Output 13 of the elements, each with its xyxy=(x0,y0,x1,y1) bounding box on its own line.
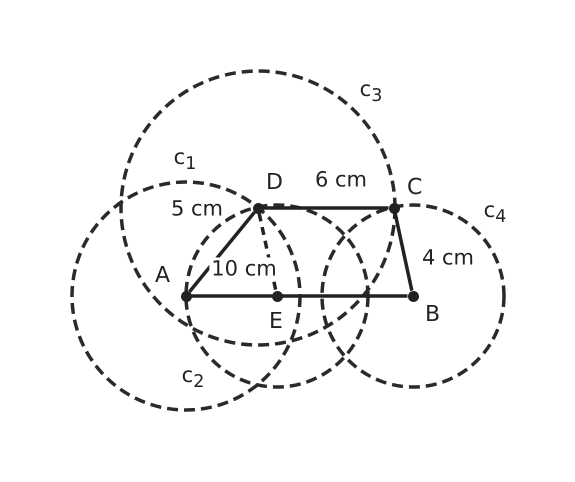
line-segment xyxy=(188,211,256,293)
point-label: E xyxy=(269,311,283,333)
point-label: C xyxy=(407,177,422,199)
line-segment xyxy=(264,206,388,210)
point-label: B xyxy=(425,304,440,326)
circle-label: c$_{2}$ xyxy=(182,364,204,392)
circle-label: c$_{4}$ xyxy=(484,198,506,228)
circle-label: c$_{3}$ xyxy=(360,78,382,106)
line-segment xyxy=(192,294,408,298)
point-label: D xyxy=(266,172,283,194)
point-label: A xyxy=(155,265,170,287)
circle-label: c$_{1}$ xyxy=(174,146,196,174)
line-segment xyxy=(393,213,414,291)
